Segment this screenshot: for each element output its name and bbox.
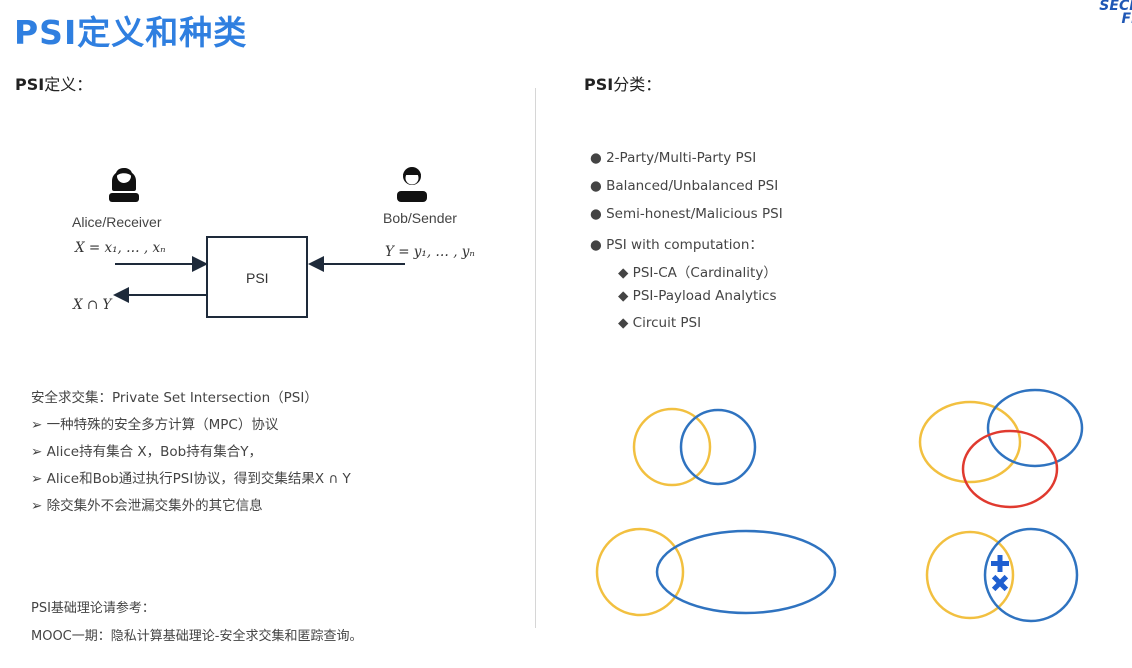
category-bullet-3: ● Semi-honest/Malicious PSI [590,206,783,222]
psi-box [206,236,308,318]
computation-venn [925,527,1079,623]
definition-line-3: ➢ Alice持有集合 X，Bob持有集合Y， [31,444,262,460]
category-bullet-2: ● Balanced/Unbalanced PSI [590,178,779,194]
psi-box-label: PSI [246,270,269,286]
right-heading: PSI分类： [584,71,661,95]
ops-times-icon [991,574,1009,592]
column-divider [535,88,536,628]
two-party-venn [632,407,757,487]
alice-person-icon [109,168,139,202]
output-formula: X ∩ Y [73,297,112,313]
right-heading-bold: PSI [584,75,614,94]
page-title: PSI定义和种类 [14,13,248,52]
reference-line-1: PSI基础理论请参考： [31,601,155,616]
logo-line-1: SECR [1099,0,1132,14]
alice-label: Alice/Receiver [72,214,162,230]
sub-bullet-3: ◆ Circuit PSI [618,315,702,331]
ops-plus-icon [991,555,1009,572]
bob-label: Bob/Sender [383,210,457,226]
multi-party-venn [918,388,1084,509]
definition-line-4: ➢ Alice和Bob通过执行PSI协议，得到交集结果X ∩ Y [31,471,351,487]
sub-bullet-2: ◆ PSI-Payload Analytics [618,288,777,304]
reference-line-2: MOOC一期：隐私计算基础理论-安全求交集和匿踪查询。 [31,629,363,644]
definition-line-5: ➢ 除交集外不会泄漏交集外的其它信息 [31,498,263,514]
brand-logo: SECR FL [1080,0,1132,26]
unbalanced-venn [595,527,837,617]
definition-line-1: 安全求交集：Private Set Intersection（PSI） [31,390,318,406]
sub-bullet-1: ◆ PSI-CA（Cardinality） [618,265,777,281]
psi-venn-illustrations [595,388,1084,623]
bob-person-icon [397,167,427,202]
category-bullet-4: ● PSI with computation： [590,237,763,253]
definition-line-2: ➢ 一种特殊的安全多方计算（MPC）协议 [31,417,279,433]
right-heading-rest: 分类： [613,75,662,94]
category-bullet-1: ● 2-Party/Multi-Party PSI [590,150,757,166]
left-heading: PSI定义： [15,71,92,95]
psi-protocol-diagram [109,167,427,318]
left-heading-rest: 定义： [44,75,93,94]
alice-input-formula: X = x₁, … , xₙ [75,240,166,256]
bob-input-formula: Y = y₁, … , yₙ [385,244,475,260]
left-heading-bold: PSI [15,75,45,94]
logo-line-2: FL [1121,11,1132,27]
